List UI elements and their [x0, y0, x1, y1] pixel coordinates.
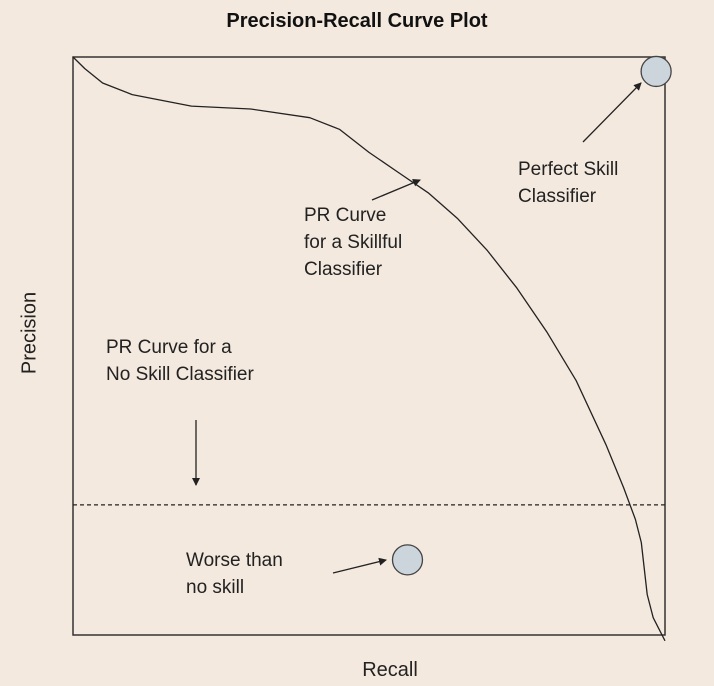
plot-area-frame	[72, 56, 666, 636]
annotation-line: PR Curve for a	[106, 337, 232, 358]
annotation-perfect-skill-classifier: Perfect Skill Classifier	[518, 156, 618, 210]
annotation-line: Perfect Skill	[518, 159, 619, 180]
skillful-curve-arrow	[371, 179, 421, 201]
annotation-line: no skill	[186, 577, 245, 598]
worse-than-no-skill-arrow	[332, 557, 387, 574]
perfect-skill-arrow	[582, 82, 642, 143]
annotation-worse-than-no-skill: Worse than no skill	[186, 547, 283, 601]
annotation-line: Classifier	[518, 186, 597, 207]
chart-title: Precision-Recall Curve Plot	[226, 10, 488, 32]
annotation-line: for a Skillful	[304, 232, 403, 253]
skillful-pr-curve-line	[72, 56, 666, 642]
annotation-no-skill-classifier: PR Curve for a No Skill Classifier	[106, 334, 254, 388]
worse-than-no-skill-point	[391, 544, 424, 576]
annotation-line: Worse than	[186, 550, 283, 571]
perfect-skill-point	[640, 55, 672, 88]
annotation-line: No Skill Classifier	[106, 364, 254, 385]
annotation-line: PR Curve	[304, 205, 387, 226]
annotation-skillful-classifier: PR Curve for a Skillful Classifier	[304, 202, 402, 283]
annotation-line: Classifier	[304, 259, 383, 280]
x-axis-label: Recall	[362, 659, 418, 681]
